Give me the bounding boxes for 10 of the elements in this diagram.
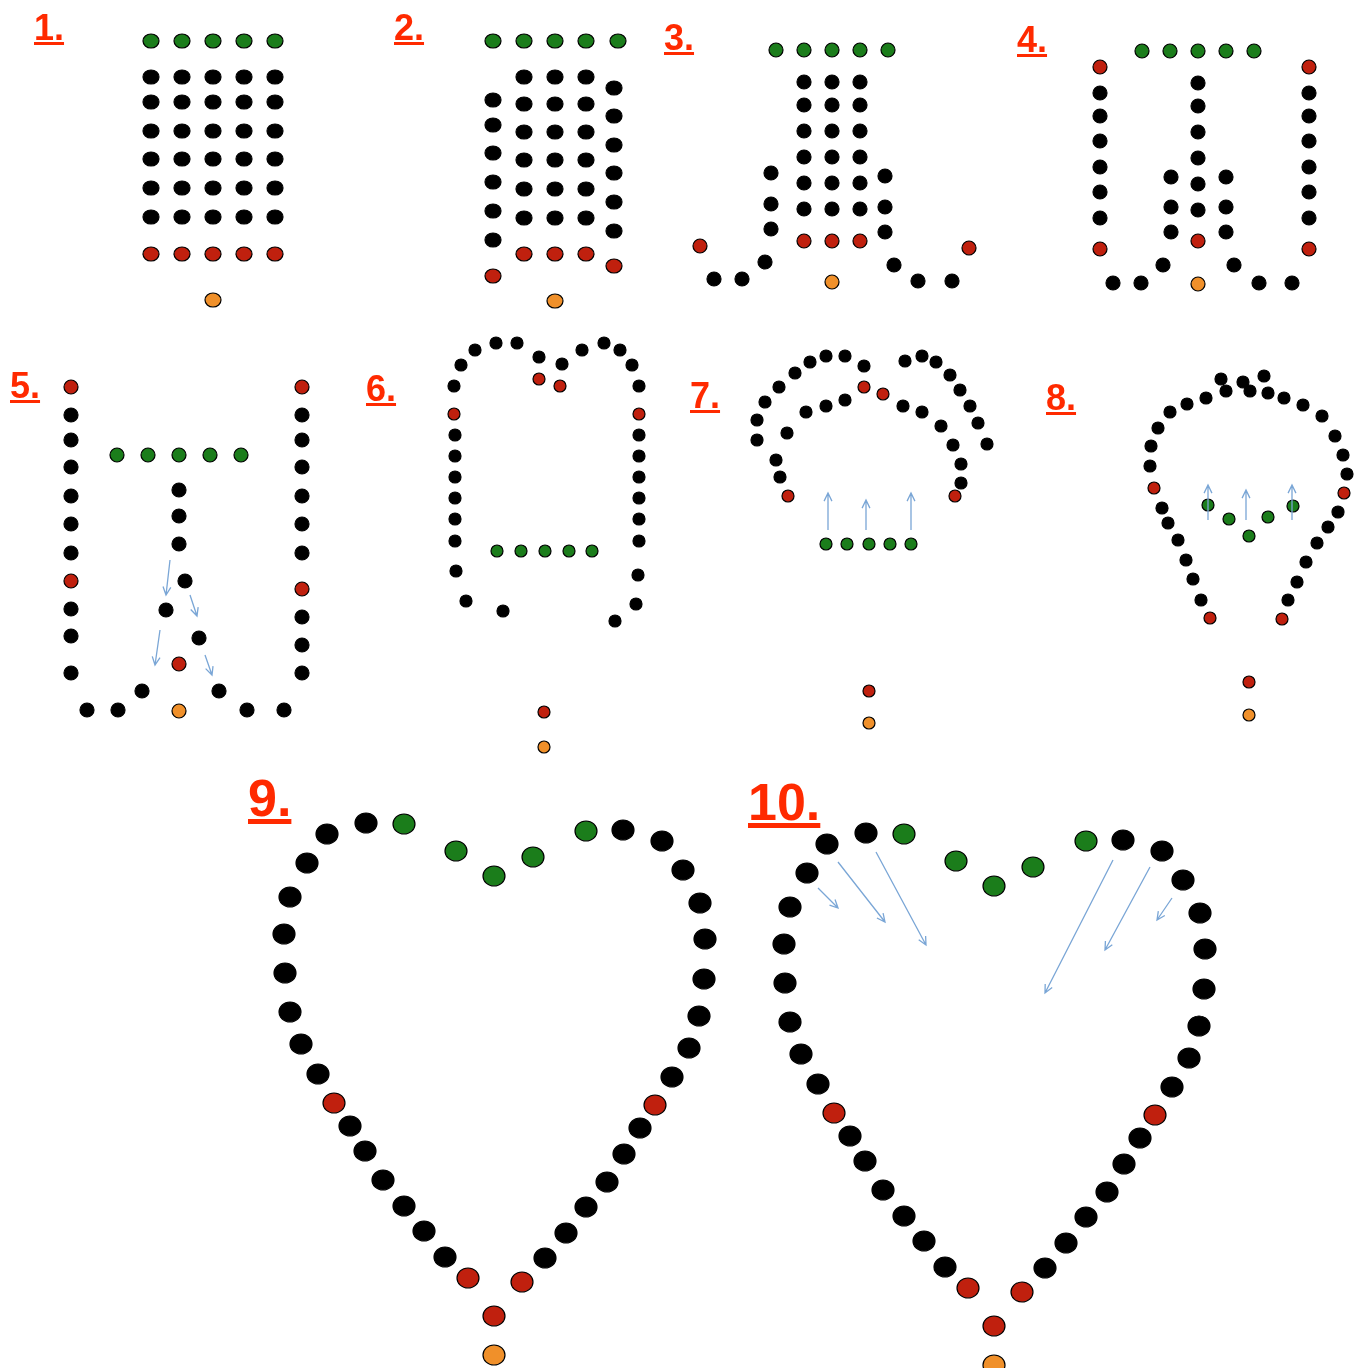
step-number: 7. (690, 378, 721, 414)
step-number: 5. (10, 368, 41, 404)
step-number: 6. (366, 371, 397, 407)
step-number: 9. (248, 772, 292, 824)
step-number: 2. (394, 10, 425, 46)
step-number: 4. (1017, 22, 1048, 58)
step-number: 10. (748, 776, 821, 828)
step-number: 3. (664, 20, 695, 56)
step-number: 8. (1046, 380, 1077, 416)
step-number: 1. (34, 10, 65, 46)
